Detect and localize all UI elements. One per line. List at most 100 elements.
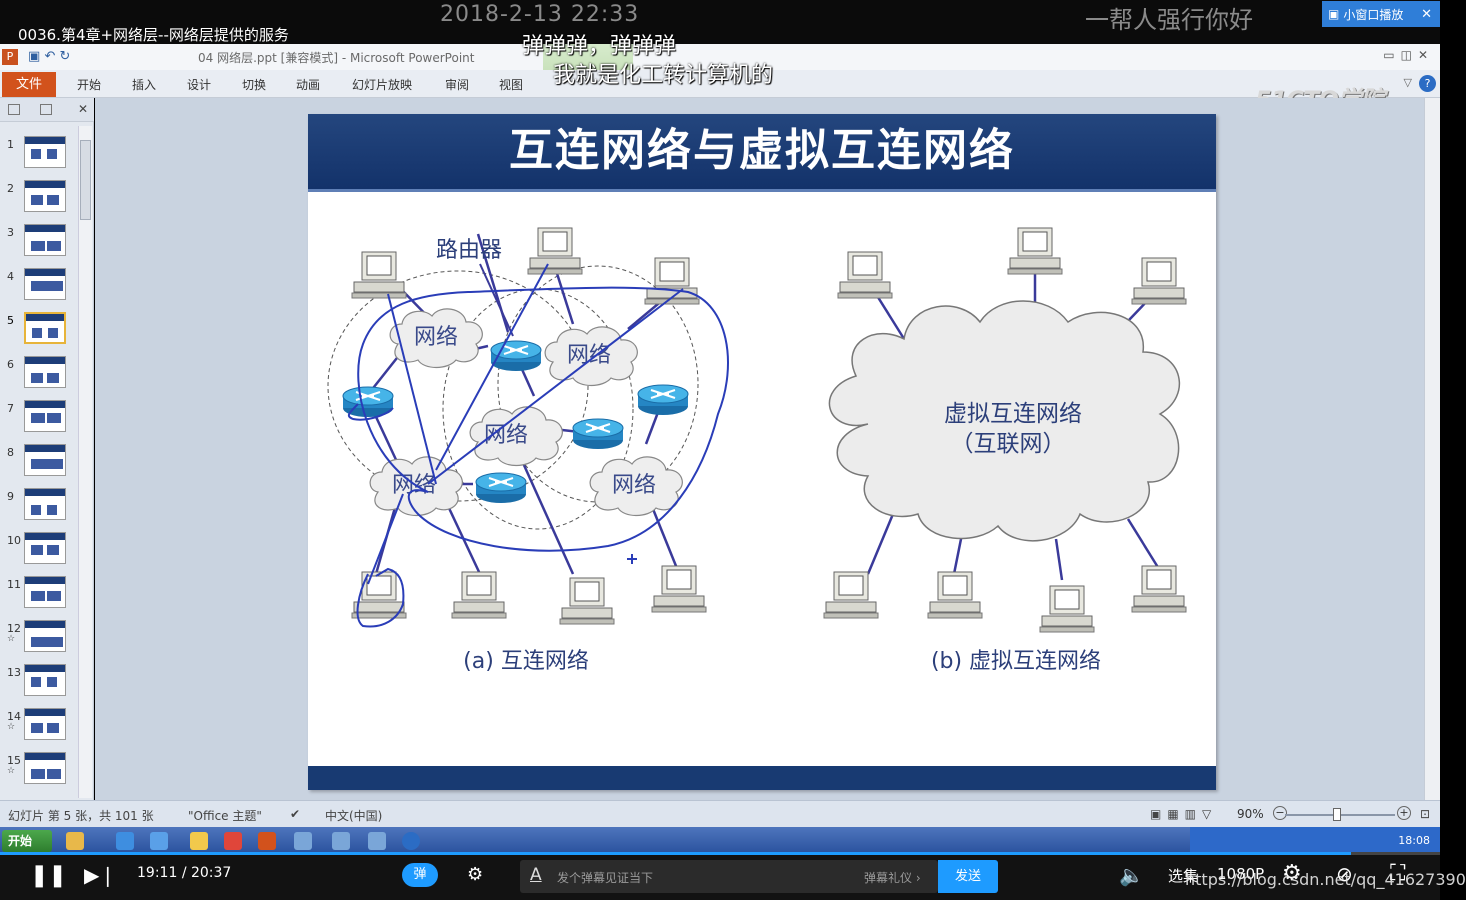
danmu-off-icon[interactable]: ⊘ bbox=[1336, 862, 1353, 886]
host-computer bbox=[837, 251, 893, 299]
zoom-out-icon[interactable]: − bbox=[1273, 806, 1287, 820]
danmu-toggle[interactable]: 弹 bbox=[402, 863, 438, 887]
slide-thumbnail[interactable]: 1 bbox=[0, 134, 80, 174]
slide-thumbnail[interactable]: 9 bbox=[0, 486, 80, 526]
fullscreen-icon[interactable]: ⛶ bbox=[1390, 861, 1406, 886]
next-icon[interactable]: ▶❘ bbox=[84, 863, 117, 887]
chrome-icon[interactable] bbox=[224, 832, 242, 850]
danmu-settings-icon[interactable]: ⚙ bbox=[467, 864, 484, 885]
thumbnail-band bbox=[25, 225, 65, 232]
tab-slideshow[interactable]: 幻灯片放映 bbox=[352, 78, 413, 92]
volume-icon[interactable]: 🔈 bbox=[1119, 863, 1144, 887]
start-button[interactable]: 开始 bbox=[2, 830, 52, 852]
close-icon[interactable]: ✕ bbox=[1421, 6, 1432, 22]
slide-thumbnail[interactable]: 6 bbox=[0, 354, 80, 394]
window-controls[interactable]: ▭◫✕ bbox=[1383, 48, 1434, 62]
close-panel-icon[interactable]: ✕ bbox=[77, 102, 88, 116]
system-clock: 18:08 bbox=[1398, 834, 1430, 847]
slide-footer-band bbox=[308, 766, 1216, 790]
tab-review[interactable]: 审阅 bbox=[445, 78, 470, 92]
thumbnail-band bbox=[25, 665, 65, 672]
thumbnail-content bbox=[47, 413, 61, 423]
settings-icon[interactable]: ⚙ bbox=[1282, 861, 1302, 886]
slide-thumbnail[interactable]: 14☆ bbox=[0, 706, 80, 746]
slide-thumbnail[interactable]: 3 bbox=[0, 222, 80, 262]
zoom-slider-knob[interactable] bbox=[1333, 808, 1341, 821]
help-icon[interactable]: ? bbox=[1419, 75, 1436, 92]
save-icon[interactable]: ▣ bbox=[28, 49, 41, 64]
view-buttons[interactable]: ▣▦▥▽ bbox=[1150, 807, 1218, 821]
slide-thumbnail[interactable]: 11 bbox=[0, 574, 80, 614]
quality-button[interactable]: 1080P bbox=[1217, 865, 1265, 883]
danmu-style-icon[interactable]: A bbox=[530, 865, 542, 885]
zoom-in-icon[interactable]: + bbox=[1397, 806, 1411, 820]
app-icon[interactable] bbox=[368, 832, 386, 850]
router bbox=[475, 472, 527, 504]
slide-thumbnail[interactable]: 13 bbox=[0, 662, 80, 702]
slide-thumbnail[interactable]: 2 bbox=[0, 178, 80, 218]
mini-window-button[interactable]: ▣ 小窗口播放 ✕ bbox=[1322, 1, 1440, 27]
powerpoint-icon: P bbox=[2, 49, 18, 65]
tab-home[interactable]: 开始 bbox=[77, 78, 102, 92]
slide-thumbnail[interactable]: 15☆ bbox=[0, 750, 80, 790]
app-icon[interactable] bbox=[150, 832, 168, 850]
slide-thumbnail[interactable]: 7 bbox=[0, 398, 80, 438]
scroll-thumb[interactable] bbox=[80, 140, 91, 220]
thumbnail-number: 14 bbox=[7, 710, 21, 723]
slide-thumbnail[interactable]: 5 bbox=[0, 310, 80, 350]
thumbnail-band bbox=[25, 621, 65, 628]
fit-window-icon[interactable]: ⊡ bbox=[1420, 807, 1431, 821]
thumbnail-number: 9 bbox=[7, 490, 14, 503]
thumbnail-content bbox=[31, 677, 41, 687]
browser-icon[interactable] bbox=[116, 832, 134, 850]
folder-icon[interactable] bbox=[190, 832, 208, 850]
tab-view[interactable]: 视图 bbox=[499, 78, 524, 92]
redo-icon[interactable]: ↻ bbox=[59, 49, 71, 64]
outline-view-icon[interactable] bbox=[40, 104, 52, 115]
thumbnail-preview bbox=[24, 532, 66, 564]
app-icon[interactable] bbox=[66, 832, 84, 850]
thumbnail-band bbox=[25, 489, 65, 496]
slide-thumbnail[interactable]: 4 bbox=[0, 266, 80, 306]
router-label: 路由器 bbox=[436, 238, 502, 263]
danmu-input[interactable]: A 发个弹幕见证当下 弹幕礼仪 › bbox=[520, 860, 938, 893]
thumbnail-content bbox=[47, 769, 61, 779]
pause-icon[interactable]: ❚❚ bbox=[30, 863, 67, 888]
slide-thumbnail[interactable]: 10 bbox=[0, 530, 80, 570]
thumbnail-preview bbox=[24, 620, 66, 652]
thumbnail-content bbox=[31, 769, 45, 779]
slide-canvas[interactable]: 互连网络与虚拟互连网络 bbox=[308, 114, 1216, 790]
slide-thumbnail[interactable]: 12☆ bbox=[0, 618, 80, 658]
ribbon-minimize-icon[interactable]: ▽ bbox=[1403, 76, 1412, 89]
thumbnail-content bbox=[47, 591, 61, 601]
thumbnail-number: 2 bbox=[7, 182, 14, 195]
mini-window-icon: ▣ bbox=[1328, 7, 1340, 21]
tab-file[interactable]: 文件 bbox=[2, 72, 56, 97]
thumbnail-preview bbox=[24, 400, 66, 432]
help-icon[interactable] bbox=[402, 832, 420, 850]
quick-access-toolbar[interactable]: ▣ ↶ ↻ bbox=[28, 49, 70, 64]
slides-view-icon[interactable] bbox=[8, 104, 20, 115]
thumbnail-content bbox=[31, 149, 41, 159]
thumbnails-scrollbar[interactable] bbox=[78, 126, 92, 798]
zoom-level[interactable]: 90% bbox=[1237, 807, 1264, 821]
app-icon[interactable] bbox=[294, 832, 312, 850]
undo-icon[interactable]: ↶ bbox=[44, 49, 56, 64]
router bbox=[572, 418, 624, 450]
send-button[interactable]: 发送 bbox=[938, 860, 998, 893]
progress-bar[interactable] bbox=[0, 852, 1440, 855]
powerpoint-icon[interactable] bbox=[258, 832, 276, 850]
slide-thumbnail[interactable]: 8 bbox=[0, 442, 80, 482]
editor-scrollbar[interactable] bbox=[1424, 98, 1440, 800]
tab-transitions[interactable]: 切换 bbox=[242, 78, 267, 92]
app-icon[interactable] bbox=[332, 832, 350, 850]
thumbnail-preview bbox=[24, 356, 66, 388]
tab-design[interactable]: 设计 bbox=[187, 78, 212, 92]
tab-animations[interactable]: 动画 bbox=[296, 78, 321, 92]
episodes-button[interactable]: 选集 bbox=[1168, 867, 1199, 885]
tab-insert[interactable]: 插入 bbox=[132, 78, 157, 92]
spellcheck-icon[interactable]: ✔ bbox=[290, 807, 301, 821]
danmu-etiquette-link[interactable]: 弹幕礼仪 › bbox=[864, 871, 921, 885]
